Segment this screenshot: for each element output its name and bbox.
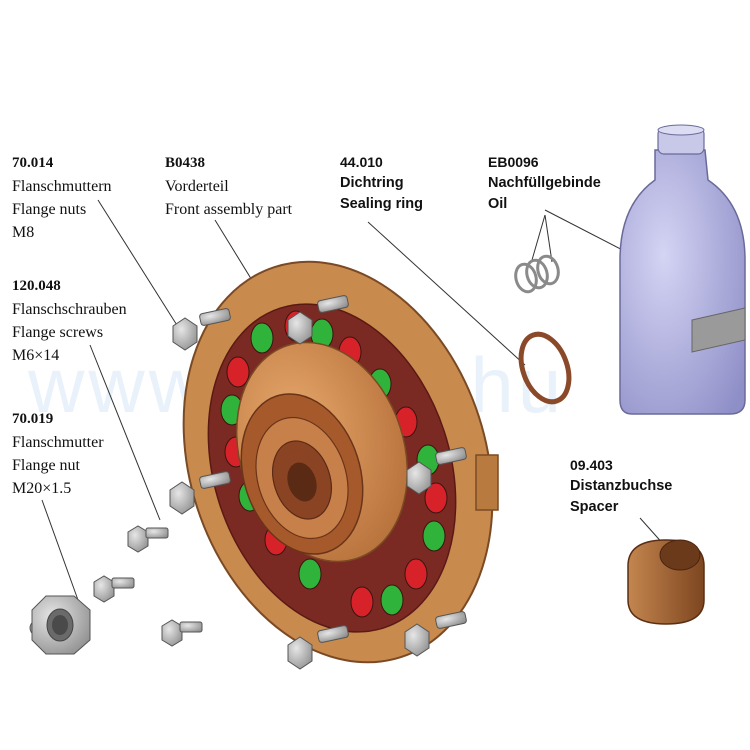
ring-icon (518, 331, 572, 405)
part-code: 44.010 (340, 154, 383, 170)
spacer-icon (627, 539, 705, 625)
front-assembly-part (182, 260, 499, 664)
part-name-de: Vorderteil (165, 178, 229, 195)
part-size: M20×1.5 (12, 480, 72, 497)
flange-nuts-on-plate (169, 311, 432, 670)
part-name-en: Sealing ring (340, 196, 423, 212)
part-name-de: Nachfüllgebinde (488, 175, 601, 191)
label-oil: EB0096 Nachfüllgebinde Oil (488, 152, 601, 215)
part-name-de: Flanschmuttern (12, 178, 112, 195)
part-name-en: Flange screws (12, 324, 104, 341)
part-name-de: Distanzbuchse (570, 478, 673, 494)
part-name-en: Flange nuts (12, 201, 87, 218)
part-code: EB0096 (488, 154, 539, 170)
part-name-de: Flanschmutter (12, 434, 104, 451)
part-size: M8 (12, 224, 35, 241)
part-code: 120.048 (12, 278, 61, 294)
part-size: M6×14 (12, 347, 60, 364)
part-name-de: Flanschschrauben (12, 301, 127, 318)
part-code: 09.403 (570, 457, 613, 473)
part-code: B0438 (165, 155, 206, 171)
o-rings (514, 254, 560, 294)
label-flange-nut: 70.019 Flanschmutter Flange nut M20×1.5 (12, 408, 104, 500)
label-flange-nuts: 70.014 Flanschmuttern Flange nuts M8 (12, 152, 112, 244)
part-name-de: Dichtring (340, 175, 404, 191)
bottle-icon (619, 124, 746, 415)
label-front-assembly-part: B0438 Vorderteil Front assembly part (165, 152, 292, 221)
screw-icon (93, 525, 203, 647)
label-flange-screws: 120.048 Flanschschrauben Flange screws M… (12, 275, 127, 367)
flange-screws-on-plate (199, 295, 467, 643)
part-code: 70.014 (12, 155, 54, 171)
label-spacer: 09.403 Distanzbuchse Spacer (570, 455, 672, 518)
nut-icon (29, 595, 91, 655)
part-code: 70.019 (12, 411, 54, 427)
part-name-en: Flange nut (12, 457, 80, 474)
part-name-en: Front assembly part (165, 201, 293, 218)
label-sealing-ring: 44.010 Dichtring Sealing ring (340, 152, 423, 215)
part-name-en: Oil (488, 196, 508, 212)
part-name-en: Spacer (570, 499, 619, 515)
